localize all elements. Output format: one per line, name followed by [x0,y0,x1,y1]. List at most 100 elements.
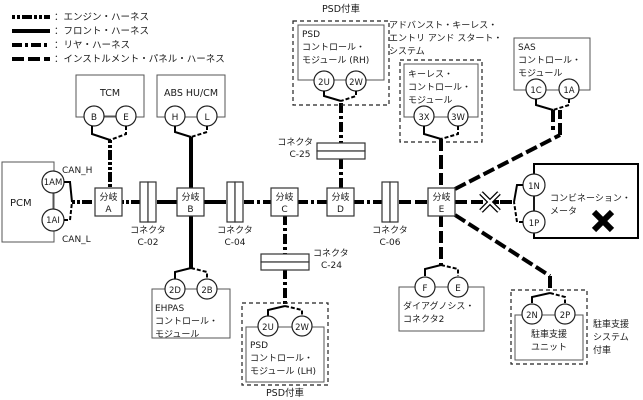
keyless-system-label: アドバンスト・キーレス・ エントリ アンド スタート・ システム [389,20,502,57]
psd-rh-line2: コントロール・ [302,43,365,53]
pcm-pin-1am-label: 1AM [44,178,63,188]
ehpas-line3: モジュール [155,330,199,340]
park-option-line3: 付車 [593,344,611,356]
park-option-frame [510,289,588,365]
psd-lh-option-frame [241,302,329,386]
branch-c-label: 分岐 [275,191,293,203]
harness-e-park-diag [453,213,552,278]
park-pin-2p [554,303,576,325]
connector-c24-id: C-24 [321,261,342,271]
park-line2: ユニット [531,343,567,353]
legend-item-inst: ：インストルメント・パネル・ハーネス [12,54,225,65]
branch-a-id: A [105,205,112,215]
meter-pin-1p-label: 1P [529,219,540,229]
park-pin-2n [521,303,543,325]
can-h-label: CAN_H [62,166,92,176]
pcm-pin-1ai-label: 1AI [46,216,60,226]
branch-d: 分岐 D [326,187,355,217]
sas-line1: SAS [518,43,536,53]
abs-module: ABS HU/CM H L [156,74,226,138]
psd-lh-pin-2w [291,315,313,337]
pcm-wire-h [64,181,73,203]
connector-c24: コネクタ C-24 [260,248,349,271]
meter-pin-1n-label: 1N [528,182,540,192]
legend: ：エンジン・ハーネス ：フロント・ハーネス ：リヤ・ハーネス ：インストルメント… [12,12,225,65]
pcm-label: PCM [10,198,32,209]
sas-box [513,37,591,91]
psd-lh-pin-2w-label: 2W [295,323,309,333]
psd-rh-option-frame [292,20,390,106]
diag-line1: ダイアグノシス・ [403,300,474,312]
psd-rh-line1: PSD [302,30,320,40]
legend-item-engine: ：エンジン・ハーネス [12,12,149,23]
diag-pin-e [447,276,469,298]
keyless-line3: モジュール [408,96,452,106]
ehpas-line1: EHPAS [155,304,184,314]
psd-lh-line1: PSD [250,341,268,351]
open-circuit-mark-icon [479,191,501,213]
meter-module: 1N 1P コンビネーション・ メータ [500,163,639,239]
psd-rh-module: PSD付車 PSD コントロール・ モジュール (RH) 2U 2W [292,3,390,106]
tcm-pin-b [83,105,105,127]
keyless-line2: コントロール・ [408,83,471,93]
sas-line3: モジュール [518,69,562,79]
connector-c06-id: C-06 [380,238,401,248]
ehpas-pin-2d [164,278,186,300]
branch-harness [108,103,562,306]
keyless-module: キーレス・ コントロール・ モジュール 3X 3W [399,59,483,160]
psd-rh-pin-2u-label: 2U [318,78,330,88]
psd-rh-pin-2w-label: 2W [349,78,363,88]
pcm-module: PCM 1AM 1AI CAN_H CAN_L [1,161,92,245]
harness-e-sas-diag [454,133,561,191]
branch-b-id: B [187,205,193,215]
abs-pin-l-label: L [204,113,209,123]
ehpas-module: 2D 2B EHPAS コントロール・ モジュール [151,267,231,340]
connector-c04-id: C-04 [225,238,246,248]
connector-c25: コネクタ C-25 [277,137,366,160]
ehpas-line2: コントロール・ [155,317,218,327]
connector-c02-id: C-02 [138,238,159,248]
keyless-system-line2: エントリ アンド スタート・ [389,33,502,44]
connector-c02: コネクタ C-02 [130,181,166,248]
sas-module: SAS コントロール・ モジュール 1C 1A [513,37,591,130]
meter-line2: メータ [550,206,577,217]
keyless-system-line1: アドバンスト・キーレス・ [389,20,497,31]
meter-line1: コンビネーション・ [550,193,631,204]
abs-label: ABS HU/CM [164,88,218,99]
tcm-pin-e-label: E [123,113,129,123]
diag-box [398,286,485,332]
park-option-line1: 駐車支援 [593,318,629,330]
branch-e-label: 分岐 [432,191,450,203]
ehpas-pin-2b [196,278,218,300]
sas-line2: コントロール・ [518,56,581,66]
keyless-line1: キーレス・ [408,70,453,80]
connector-c24-label: コネクタ [313,248,349,259]
keyless-pin-3w-label: 3W [451,113,465,123]
psd-lh-line2: コントロール・ [250,354,313,364]
connector-c04: コネクタ C-04 [217,181,253,248]
fault-mark-icon [591,209,615,233]
can-l-label: CAN_L [62,235,91,245]
park-assist-module: 2N 2P 駐車支援 ユニット 駐車支援 システム 付車 [510,289,629,365]
tcm-pin-b-label: B [91,113,97,123]
legend-item-rear: ：リヤ・ハーネス [12,40,130,51]
psd-lh-box [245,326,325,383]
psd-lh-pin-2u-label: 2U [262,323,274,333]
connector-c25-label: コネクタ [277,137,313,148]
legend-label-rear: ：リヤ・ハーネス [54,40,130,51]
legend-label-inst: ：インストルメント・パネル・ハーネス [54,54,225,65]
legend-label-front: ：フロント・ハーネス [54,26,149,37]
branch-a-label: 分岐 [99,191,117,203]
park-pin-2n-label: 2N [526,311,538,321]
keyless-box [403,63,479,118]
sas-pin-1c-label: 1C [530,86,541,96]
ehpas-pin-2d-label: 2D [169,286,181,296]
abs-pin-h-label: H [172,113,179,123]
psd-rh-line3: モジュール (RH) [302,56,369,66]
legend-label-engine: ：エンジン・ハーネス [54,12,149,23]
park-pin-2p-label: 2P [560,311,571,321]
psd-lh-module: 2U 2W PSD コントロール・ モジュール (LH) PSD付車 [241,302,329,399]
branch-a: 分岐 A [94,187,123,217]
sas-pin-1a-label: 1A [563,86,574,96]
